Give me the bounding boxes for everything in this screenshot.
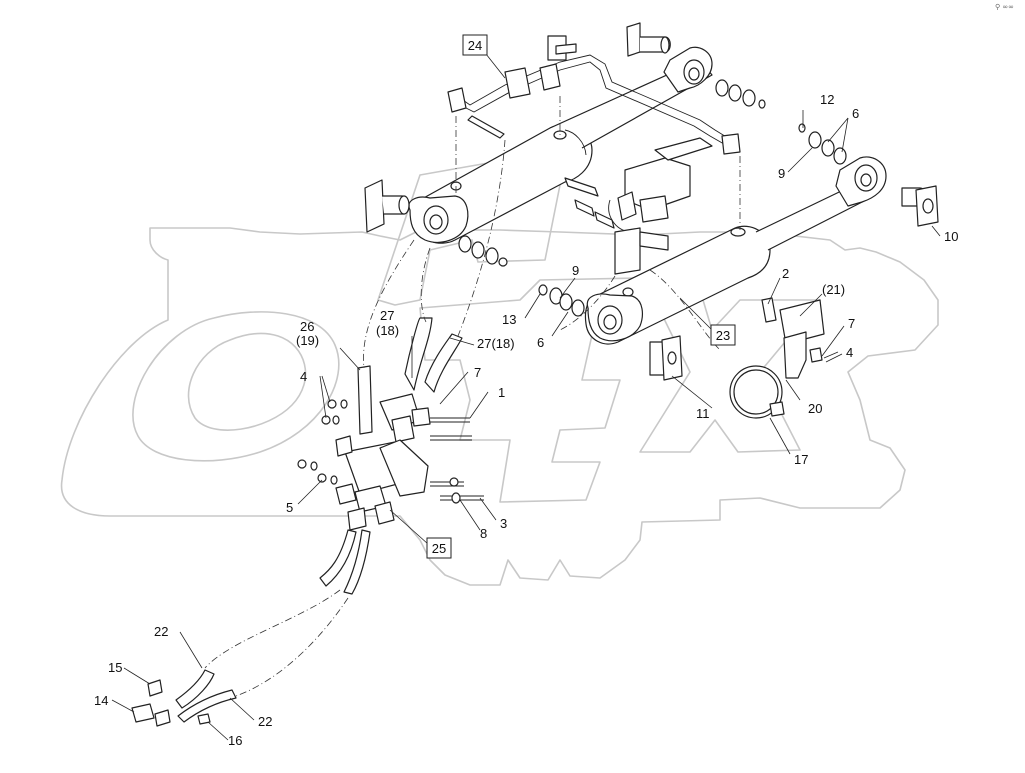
- callout-27: 27: [380, 308, 394, 323]
- pipe-assembly-24: [447, 35, 741, 155]
- washers-left: [458, 235, 508, 267]
- callout-11: 11: [696, 406, 710, 421]
- callout-24-text: 24: [468, 38, 482, 53]
- washers-right: [798, 123, 847, 165]
- right-cylinder: [584, 156, 887, 345]
- callout-22-upper: 22: [154, 624, 168, 639]
- right-pin-10: [901, 185, 939, 227]
- callout-labels: 24 23 25 12 6 9 10 9 13 6 2 (21) 7 4 20 …: [94, 34, 958, 748]
- upper-pin-bracket: [626, 22, 671, 57]
- corner-mark: ⚲ ∞∞: [995, 3, 1014, 11]
- left-pin-bracket: [364, 179, 410, 233]
- callout-1: 1: [498, 385, 505, 400]
- callout-8: 8: [480, 526, 487, 541]
- callout-14: 14: [94, 693, 108, 708]
- callout-13: 13: [502, 312, 516, 327]
- callout-23-text: 23: [716, 328, 730, 343]
- lower-valve-block: [335, 393, 431, 531]
- bolts-1-3: [430, 417, 484, 501]
- callout-2: 2: [782, 266, 789, 281]
- callout-3: 3: [500, 516, 507, 531]
- callout-6-middle: 6: [537, 335, 544, 350]
- callout-7-left: 7: [474, 365, 481, 380]
- callout-6-right: 6: [852, 106, 859, 121]
- callout-10: 10: [944, 229, 958, 244]
- callout-9-right: 9: [778, 166, 785, 181]
- routing-dashes: [204, 96, 741, 697]
- callout-12: 12: [820, 92, 834, 107]
- callout-9-middle: 9: [572, 263, 579, 278]
- callout-18: (18): [376, 323, 399, 338]
- callout-22-lower: 22: [258, 714, 272, 729]
- callout-27-18: 27(18): [477, 336, 515, 351]
- callout-4-left: 4: [300, 369, 307, 384]
- washers-top: [715, 79, 766, 109]
- callout-5: 5: [286, 500, 293, 515]
- callout-7-right: 7: [848, 316, 855, 331]
- callout-20: 20: [808, 401, 822, 416]
- callout-25-text: 25: [432, 541, 446, 556]
- callout-21: (21): [822, 282, 845, 297]
- callout-19: (19): [296, 333, 319, 348]
- hose-clamp-17: [729, 365, 785, 419]
- valve-assembly-upper: [564, 137, 713, 275]
- callout-26: 26: [300, 319, 314, 334]
- left-cylinder: [408, 46, 713, 244]
- callout-4-right: 4: [846, 345, 853, 360]
- pin-11: [649, 335, 683, 381]
- nuts-4-5: [297, 399, 461, 504]
- bracket-20: [761, 297, 825, 379]
- washers-middle: [538, 284, 585, 317]
- hoses: [131, 317, 463, 727]
- callout-24: 24: [462, 34, 488, 56]
- callout-23: 23: [710, 324, 736, 346]
- callout-17: 17: [794, 452, 808, 467]
- leader-lines: [111, 53, 941, 741]
- callout-15: 15: [108, 660, 122, 675]
- callout-25: 25: [426, 537, 452, 559]
- callout-16: 16: [228, 733, 242, 748]
